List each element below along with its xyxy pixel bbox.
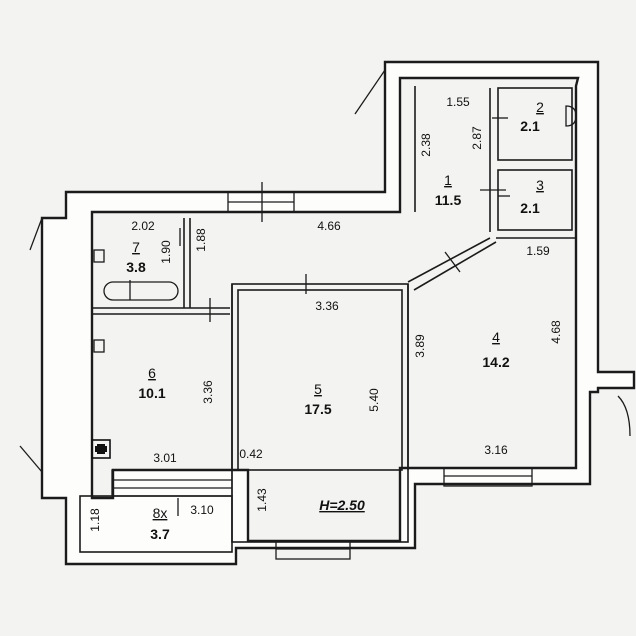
- room-area: 2.1: [520, 118, 540, 134]
- dim-3-16: 3.16: [484, 443, 508, 457]
- windows: [111, 191, 533, 560]
- dim-1-43: 1.43: [255, 488, 269, 512]
- toilet-icon: [565, 105, 577, 127]
- room-4-label: 4 14.2: [482, 329, 509, 370]
- room-area: 11.5: [435, 192, 462, 208]
- room-number: 4: [492, 329, 500, 345]
- dim-3-89: 3.89: [413, 334, 427, 358]
- outer-wall: [40, 60, 636, 566]
- dim-3-01: 3.01: [153, 451, 177, 465]
- dim-1-59: 1.59: [526, 244, 550, 258]
- room-area: 3.8: [126, 259, 146, 275]
- room-number: 2: [536, 99, 544, 115]
- door-ticks: [179, 182, 506, 322]
- room-5-label: 5 17.5: [304, 381, 331, 417]
- wall-room-5-inner: [237, 289, 403, 471]
- room-number: 1: [444, 172, 452, 188]
- sink-icon-2: [93, 339, 105, 353]
- room-1-label: 1 11.5: [435, 172, 462, 208]
- room-number: 7: [132, 239, 140, 255]
- room-6-label: 6 10.1: [138, 365, 165, 401]
- room-3-label: 3 2.1: [520, 177, 544, 216]
- dim-3-36-left: 3.36: [201, 380, 215, 404]
- dim-1-90: 1.90: [159, 240, 173, 264]
- dim-4-68: 4.68: [549, 320, 563, 344]
- dim-2-38: 2.38: [419, 133, 433, 157]
- ceiling-height-label: H=2.50: [319, 497, 365, 513]
- sink-icon: [93, 249, 105, 263]
- dim-1-18: 1.18: [88, 508, 102, 532]
- right-arc: [617, 395, 631, 437]
- bathtub-icon: [103, 281, 179, 301]
- room-area: 10.1: [138, 385, 165, 401]
- room-area: 17.5: [304, 401, 331, 417]
- left-arc-bottom: [19, 445, 43, 473]
- room-2-label: 2 2.1: [520, 99, 544, 134]
- dim-3-36-top: 3.36: [315, 299, 339, 313]
- room-7-label: 7 3.8: [126, 239, 146, 275]
- wall-room-3: [497, 169, 573, 231]
- dim-1-55: 1.55: [446, 95, 470, 109]
- stove-icon: [91, 439, 111, 459]
- room-number: 8x: [153, 505, 168, 521]
- dim-0-42: 0.42: [239, 447, 263, 461]
- room-area: 3.7: [150, 526, 170, 542]
- room-number: 3: [536, 177, 544, 193]
- room-8-label: 8x 3.7: [150, 505, 170, 542]
- room-area: 2.1: [520, 200, 540, 216]
- room-number: 5: [314, 381, 322, 397]
- dim-5-40: 5.40: [367, 388, 381, 412]
- dim-3-10: 3.10: [190, 503, 214, 517]
- diag-wall: [407, 237, 491, 283]
- dim-2-87: 2.87: [470, 126, 484, 150]
- dimension-lines: [129, 117, 510, 516]
- dim-4-66: 4.66: [317, 219, 341, 233]
- dim-2-02: 2.02: [131, 219, 155, 233]
- dim-1-88: 1.88: [194, 228, 208, 252]
- room-number: 6: [148, 365, 156, 381]
- entrance-arc: [354, 69, 386, 115]
- room-area: 14.2: [482, 354, 509, 370]
- left-arc-top: [29, 217, 43, 251]
